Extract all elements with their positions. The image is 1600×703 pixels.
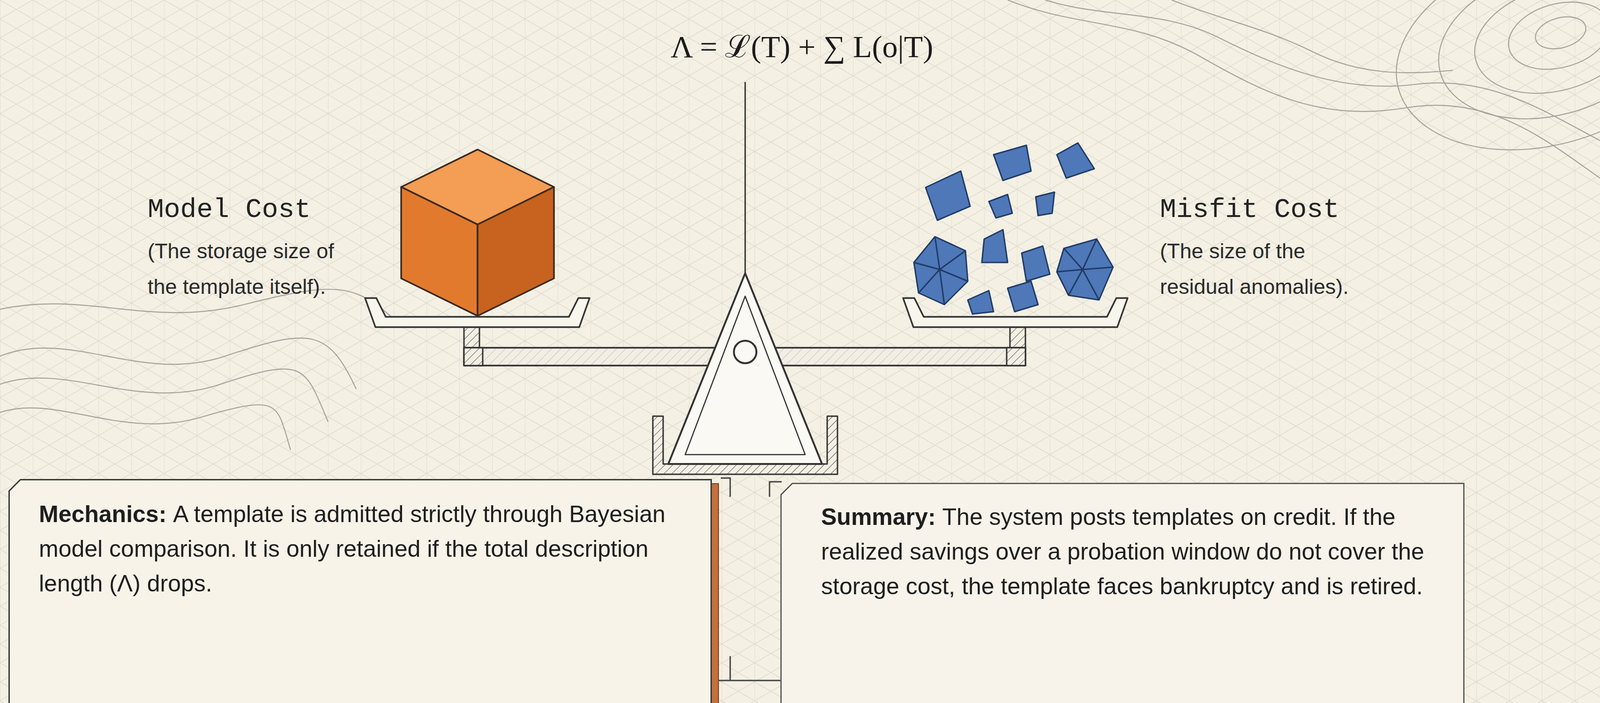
contour-lines xyxy=(0,0,1600,450)
model-cube-part xyxy=(477,186,554,316)
contour-lines-part xyxy=(0,337,357,389)
misfit-shards-part xyxy=(1021,246,1050,282)
bracket-mark-part xyxy=(769,481,782,497)
misfit-shards-part xyxy=(913,236,968,305)
misfit-shards-part xyxy=(1056,239,1114,300)
cost-description: (The size of the residual anomalies). xyxy=(1159,233,1367,305)
misfit-shards-part xyxy=(1056,142,1095,179)
summary-panel: Summary:The system posts templates on cr… xyxy=(780,482,1465,703)
model-cube-part xyxy=(401,186,478,316)
misfit-shards xyxy=(913,142,1114,315)
panel-text: Mechanics:A template is admitted strictl… xyxy=(38,496,689,601)
misfit-shards-part xyxy=(1035,192,1055,216)
bracket-mark-part xyxy=(720,478,731,497)
misfit-shards-part xyxy=(1007,281,1039,312)
misfit-shards-part xyxy=(993,145,1032,181)
balance-scale-part xyxy=(1006,347,1026,366)
misfit-shards-part xyxy=(981,229,1008,263)
contour-lines-part xyxy=(0,404,291,450)
contour-lines-part xyxy=(1501,0,1600,80)
balance-scale-part xyxy=(668,273,823,464)
balance-scale-part xyxy=(1009,327,1026,348)
bracket-mark-part xyxy=(729,656,732,681)
contour-lines-part xyxy=(1171,0,1453,73)
misfit-shards-part xyxy=(925,171,971,221)
balance-scale-part xyxy=(463,327,480,348)
misfit-shards-part xyxy=(913,236,968,305)
panel-heading: Mechanics: xyxy=(38,500,167,528)
panel-heading: Summary: xyxy=(821,503,936,531)
model-cube xyxy=(401,149,554,316)
panel-border xyxy=(781,483,1465,703)
contour-lines-part xyxy=(1007,0,1600,179)
misfit-shards-part xyxy=(988,194,1013,218)
contour-lines-part xyxy=(1532,11,1590,54)
bracket-mark xyxy=(720,478,782,681)
formula-label: Λ = ℒ(T) + ∑ L(o|T) xyxy=(670,27,934,67)
balance-scale-part xyxy=(685,296,806,455)
balance-scale-part xyxy=(733,340,757,364)
panel-border xyxy=(9,479,712,703)
panel-text: Summary:The system posts templates on cr… xyxy=(821,499,1446,604)
cost-heading: Model Cost xyxy=(147,193,311,227)
contour-lines-part xyxy=(0,368,329,422)
contour-lines-part xyxy=(1045,0,1600,141)
mechanics-panel: Mechanics:A template is admitted strictl… xyxy=(8,478,719,703)
cost-description: (The storage size of the template itself… xyxy=(147,233,354,305)
contour-lines-part xyxy=(1462,0,1600,111)
cost-heading: Misfit Cost xyxy=(1159,193,1340,227)
misfit-shards-part xyxy=(967,290,994,315)
suspension-line xyxy=(744,82,747,274)
connector-line xyxy=(718,680,781,682)
misfit-shards-part xyxy=(1056,239,1114,300)
balance-scale-part xyxy=(463,347,483,366)
